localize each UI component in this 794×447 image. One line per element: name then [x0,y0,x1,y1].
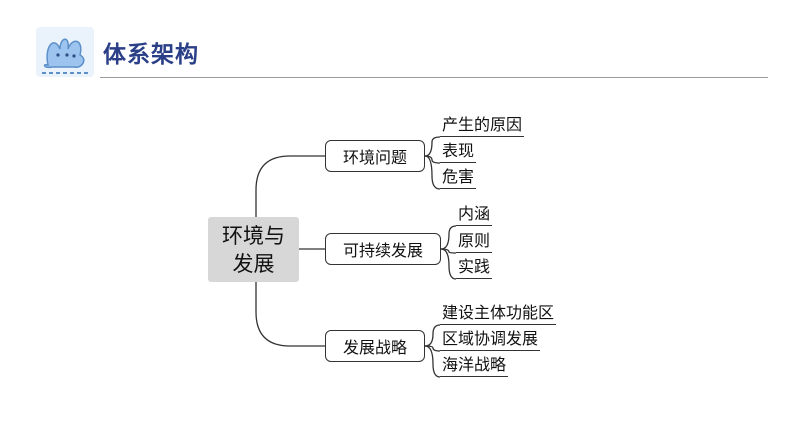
leaf-b1-2: 表现 [440,140,477,163]
connector-b2-c3 [440,248,457,280]
header-divider [100,77,768,78]
root-label-line-2: 发展 [232,251,275,276]
connector-b3-c3 [424,345,441,378]
connector-root-branch-1 [255,155,325,217]
connector-root-branch-3 [255,282,325,347]
leaf-b2-3: 实践 [456,256,493,279]
leaf-b1-1: 产生的原因 [440,114,525,137]
leaf-b2-2: 原则 [456,230,493,253]
connector-b1-c1 [424,136,441,157]
leaf-b1-3: 危害 [440,166,477,189]
connector-b1-c3 [424,155,441,190]
connector-b3-c2 [424,345,441,352]
mascot-logo-icon [36,27,94,77]
branch-node-sustainable-development: 可持续发展 [325,233,441,265]
page-title: 体系架构 [103,42,199,68]
leaf-b3-2: 区域协调发展 [440,328,541,351]
leaf-b2-1: 内涵 [456,203,493,226]
leaf-b3-1: 建设主体功能区 [440,302,557,325]
branch-node-environment-problems: 环境问题 [325,140,425,172]
root-label-line-1: 环境与 [222,223,285,248]
branch-node-development-strategy: 发展战略 [325,330,425,362]
leaf-b3-3: 海洋战略 [440,354,509,377]
connector-b2-c2 [440,248,457,254]
connector-b2-c1 [440,225,457,250]
connector-b1-c2 [424,155,441,164]
connector-b3-c1 [424,324,441,347]
mindmap-root-node: 环境与 发展 [208,217,299,282]
